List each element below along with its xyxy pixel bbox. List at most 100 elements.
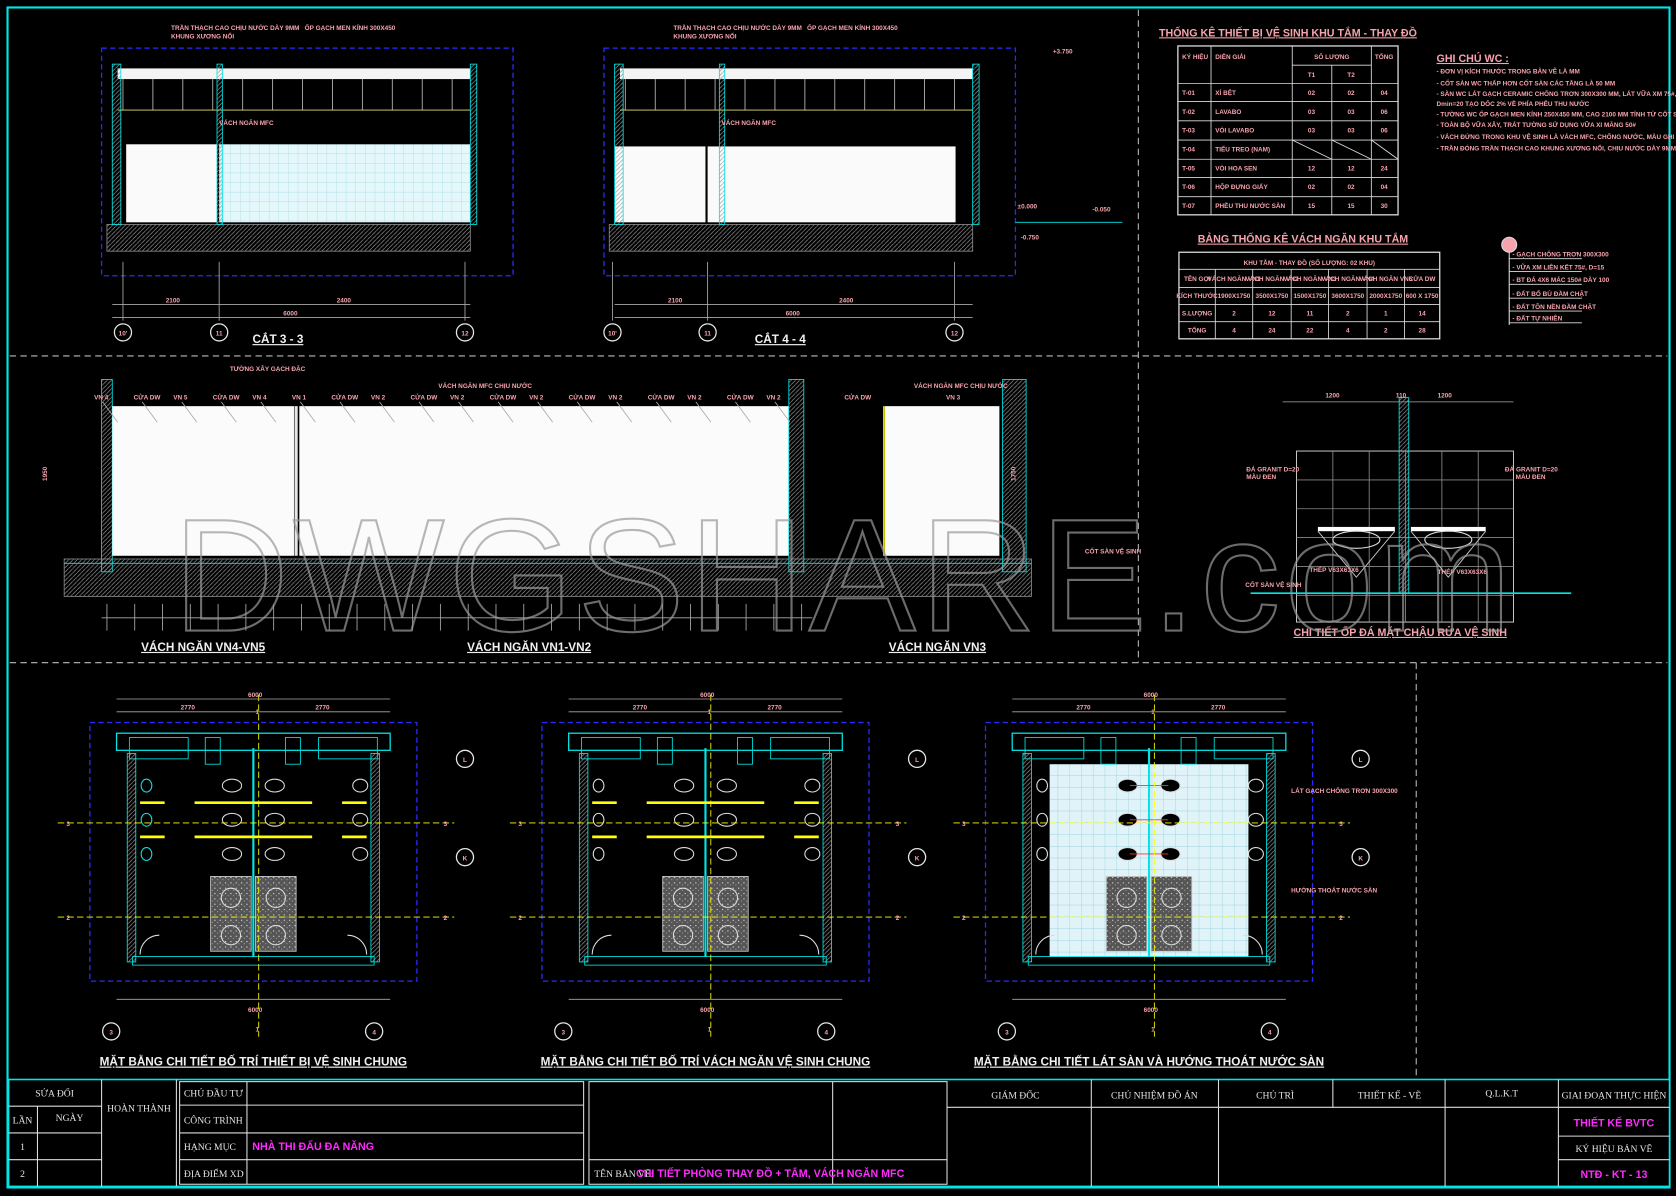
axis-0-bubble xyxy=(113,323,133,342)
partition-table-title: BẢNG THỐNG KÊ VÁCH NGĂN KHU TẮM xyxy=(1198,232,1409,246)
leader xyxy=(418,401,435,423)
cell: 2000X1750 xyxy=(1369,293,1402,300)
wall-niche xyxy=(581,737,641,760)
left-wall xyxy=(1022,753,1032,963)
legend-item: - VỮA XM LIÊN KẾT 75#, D=15 xyxy=(1512,261,1604,271)
grid-label: 2 xyxy=(962,915,966,922)
header-cell: T2 xyxy=(1347,72,1355,79)
header-cell: TÊN GỌI xyxy=(1184,274,1211,283)
header-cell: VÁCH NGĂN VN2 xyxy=(1245,274,1298,283)
watermark: DWGSHARE.com xyxy=(173,486,1516,665)
toilet-icon xyxy=(352,847,369,861)
equipment-table-title: THỐNG KÊ THIẾT BỊ VỆ SINH KHU TẮM - THAY… xyxy=(1159,25,1417,39)
axis-0: 10' xyxy=(608,331,617,338)
header-cell: VÁCH NGĂN VN3 xyxy=(1283,274,1336,283)
leader xyxy=(655,401,672,423)
wall-white xyxy=(614,146,706,223)
dim: 110 xyxy=(1396,393,1407,400)
dim: 2770 xyxy=(315,705,330,712)
toilet-icon xyxy=(352,778,369,793)
shower-icon xyxy=(717,925,739,946)
axis-L-bubble xyxy=(1351,749,1370,769)
axis-0: 10' xyxy=(119,331,128,338)
shower-icon xyxy=(220,887,242,908)
code-label: KÝ HIỆU BẢN VẼ xyxy=(1575,1143,1652,1155)
axis-2-bubble xyxy=(945,323,964,342)
cell: 14 xyxy=(1419,310,1427,317)
grid-label: 2 xyxy=(518,915,522,922)
legend-item: - GẠCH CHỐNG TRƠN 300X300 xyxy=(1512,249,1609,259)
director-label: GIÁM ĐỐC xyxy=(991,1089,1039,1102)
phase-value: THIẾT KẾ BVTC xyxy=(1574,1117,1655,1130)
owner-label: CHỦ ĐẦU TƯ xyxy=(184,1087,244,1100)
drawing-code: NTĐ - KT - 13 xyxy=(1580,1169,1647,1181)
dim: 6000 xyxy=(1144,1007,1159,1014)
axis-3: 3 xyxy=(109,1030,113,1037)
note-line: - ĐƠN VỊ KÍCH THƯỚC TRONG BẢN VẼ LÀ MM xyxy=(1437,67,1580,76)
color-label: MÀU ĐEN xyxy=(1516,472,1546,481)
cell-t1: 15 xyxy=(1308,203,1316,210)
title-block: SỬA ĐỔI HOÀN THÀNH LẦN NGÀY 1 2 CHỦ ĐẦU … xyxy=(7,1078,1671,1188)
axis-2-bubble xyxy=(455,323,475,342)
elevation-title: VÁCH NGĂN VN4-VN5 xyxy=(141,641,266,654)
partition-tag: VN 3 xyxy=(946,395,961,402)
grid-label: 2 xyxy=(66,915,70,922)
leader xyxy=(537,401,553,423)
grid-label: 2 xyxy=(444,915,448,922)
item-value: NHÀ THI ĐẤU ĐA NĂNG xyxy=(252,1140,374,1153)
dim: 2770 xyxy=(181,705,196,712)
table-border xyxy=(1177,45,1399,216)
table-border xyxy=(1178,251,1441,340)
partition-label: VÁCH NGĂN MFC xyxy=(721,118,776,127)
project-manager-label: CHỦ NHIỆM ĐỒ ÁN xyxy=(1111,1089,1198,1102)
granite-top xyxy=(1317,526,1395,532)
steel-label: THÉP V63X63X6 xyxy=(1309,565,1359,574)
leader xyxy=(102,401,118,423)
toilet-icon xyxy=(1247,812,1264,827)
wall-niche xyxy=(770,737,830,760)
top-wall xyxy=(115,732,391,751)
partition-tag: CỬA DW xyxy=(569,393,597,402)
viewport-frame xyxy=(984,721,1314,982)
cell-desc: HỘP ĐỰNG GIẤY xyxy=(1215,181,1268,191)
leader xyxy=(576,401,593,423)
right-wall xyxy=(1266,753,1276,963)
shower-cell xyxy=(255,875,297,952)
partition-tag: CỬA DW xyxy=(490,393,518,402)
top-wall xyxy=(568,732,843,751)
wall-niche xyxy=(1213,737,1274,760)
diagonal xyxy=(1331,139,1372,160)
revision-header: SỬA ĐỔI xyxy=(35,1087,74,1100)
sink-detail-title: CHI TIẾT ỐP ĐÁ MẶT CHẬU RỬA VỆ SINH xyxy=(1293,625,1506,639)
mfc-label: VÁCH NGĂN MFC CHỊU NƯỚC xyxy=(914,381,1008,390)
dim: 2770 xyxy=(1211,705,1226,712)
viewport-frame xyxy=(541,721,870,982)
left-wall xyxy=(578,753,589,963)
cell-code: T-01 xyxy=(1182,90,1195,97)
column xyxy=(718,63,726,225)
header-cell: DIỄN GIẢI xyxy=(1215,52,1245,61)
designer-label: THIẾT KẾ - VẼ xyxy=(1358,1089,1422,1102)
granite-top xyxy=(1410,526,1486,532)
axis-K: K xyxy=(463,855,468,862)
dim: 2400 xyxy=(337,297,352,304)
wall-tile xyxy=(219,144,471,223)
door-swing xyxy=(1243,934,1263,955)
panel-vn3 xyxy=(885,406,1000,556)
toilet-icon xyxy=(221,847,243,861)
shower-cell xyxy=(1150,875,1193,952)
door-swing xyxy=(591,934,612,955)
project-label: CÔNG TRÌNH xyxy=(184,1114,243,1126)
panel-vn1-vn2 xyxy=(299,406,789,556)
rev-1: 1 xyxy=(20,1142,25,1153)
axis-4-bubble xyxy=(817,1022,836,1041)
toilet-icon xyxy=(804,847,821,861)
shower-cell xyxy=(662,875,704,952)
section-mark: 1 xyxy=(708,1026,712,1033)
basin xyxy=(1332,530,1381,549)
door-swing xyxy=(139,934,160,955)
axis-3-bubble xyxy=(102,1022,121,1041)
cell-code: T-06 xyxy=(1182,184,1195,191)
steel-bracket xyxy=(1410,530,1487,578)
